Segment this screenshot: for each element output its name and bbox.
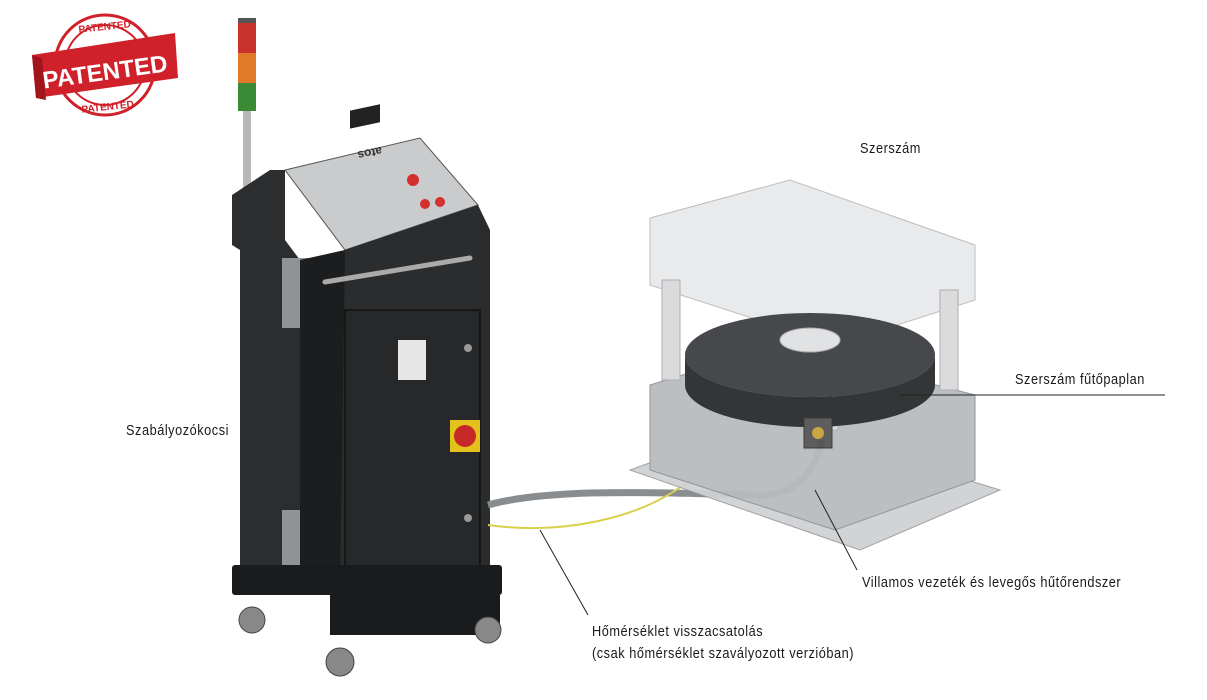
svg-text:PATENTED: PATENTED	[81, 99, 134, 115]
label-heating-blanket: Szerszám fűtőpaplan	[1015, 372, 1145, 388]
heating-blanket	[685, 313, 935, 397]
label-cable: Villamos vezeték és levegős hűtőrendszer	[862, 575, 1122, 591]
svg-text:PATENTED: PATENTED	[78, 19, 131, 35]
patented-badge: PATENTED PATENTED PATENTED	[32, 13, 178, 117]
signal-tower-light	[238, 18, 256, 205]
brand-logo: atos	[356, 144, 383, 163]
leader-lines	[539, 394, 1165, 616]
label-tool: Szerszám	[860, 141, 921, 157]
controller-cart: atos	[232, 104, 502, 677]
label-feedback-line1: Hőmérséklet visszacsatolás	[592, 624, 764, 640]
mold-tool	[628, 179, 1002, 551]
label-feedback-line2: (csak hőmérséklet szavályozott verzióban…	[592, 646, 855, 662]
label-controller-cart: Szabályozókocsi	[126, 423, 229, 439]
